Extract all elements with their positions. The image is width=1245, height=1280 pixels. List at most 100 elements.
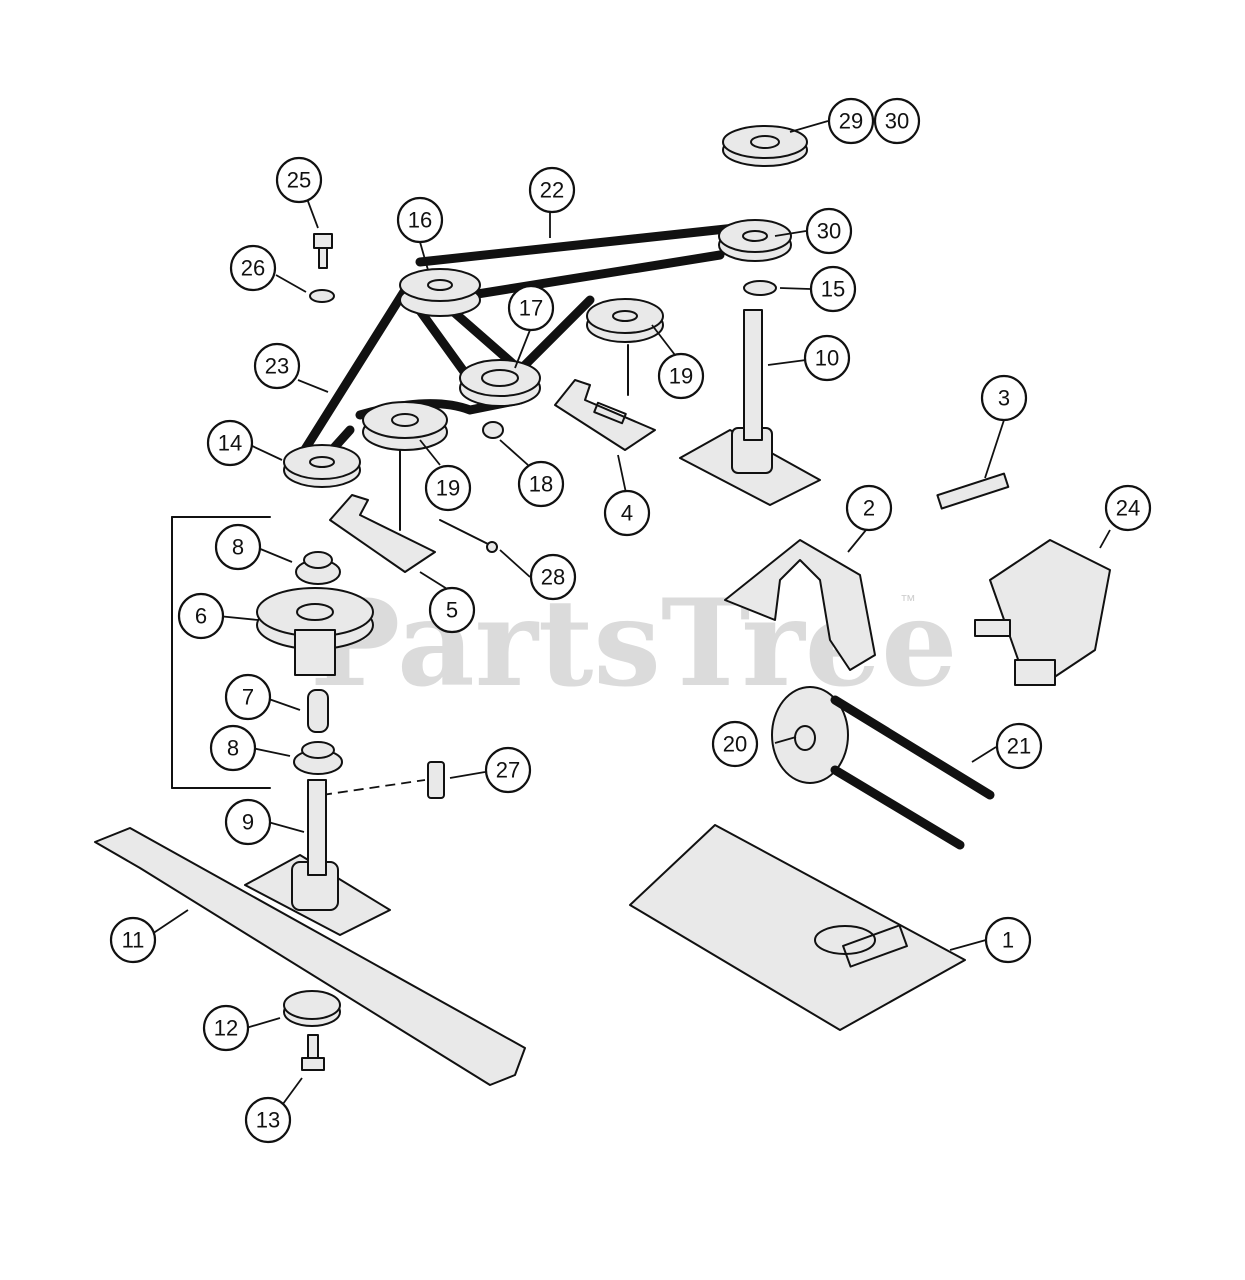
spacer-7 bbox=[307, 689, 329, 733]
bushing-18 bbox=[482, 421, 504, 439]
callout-10[interactable]: 10 bbox=[803, 334, 851, 382]
belt-22 bbox=[415, 223, 740, 305]
callout-18[interactable]: 18 bbox=[517, 460, 565, 508]
callout-16[interactable]: 16 bbox=[396, 196, 444, 244]
callout-6[interactable]: 6 bbox=[177, 592, 225, 640]
deck-1 bbox=[629, 824, 966, 1031]
callout-16-label: 16 bbox=[408, 208, 432, 233]
callout-11-label: 11 bbox=[122, 928, 145, 953]
pulley-20 bbox=[771, 686, 849, 784]
callout-30-top[interactable]: 30 bbox=[873, 97, 921, 145]
callout-8-bottom-label: 8 bbox=[227, 736, 239, 761]
callout-9[interactable]: 9 bbox=[224, 798, 272, 846]
callout-3[interactable]: 3 bbox=[980, 374, 1028, 422]
callout-30-label: 30 bbox=[817, 219, 841, 244]
callout-22[interactable]: 22 bbox=[528, 166, 576, 214]
callout-19-right-label: 19 bbox=[669, 364, 693, 389]
callout-13[interactable]: 13 bbox=[244, 1096, 292, 1144]
callout-12[interactable]: 12 bbox=[202, 1004, 250, 1052]
callout-23-label: 23 bbox=[265, 354, 289, 379]
callout-1-label: 1 bbox=[1002, 928, 1014, 953]
callout-2[interactable]: 2 bbox=[845, 484, 893, 532]
bolt-25 bbox=[313, 233, 333, 269]
callout-27-label: 27 bbox=[496, 758, 520, 783]
belt-23 bbox=[287, 285, 595, 485]
bolt-28 bbox=[439, 519, 491, 546]
callout-11[interactable]: 11 bbox=[109, 916, 157, 964]
callout-3-label: 3 bbox=[998, 386, 1010, 411]
callout-24-label: 24 bbox=[1116, 496, 1140, 521]
callout-12-label: 12 bbox=[214, 1016, 238, 1041]
shaft-9 bbox=[244, 779, 391, 936]
bracket-5 bbox=[329, 494, 436, 573]
belt-21 bbox=[830, 695, 995, 850]
blade-11 bbox=[94, 827, 526, 1086]
callout-26[interactable]: 26 bbox=[229, 244, 277, 292]
callout-5[interactable]: 5 bbox=[428, 586, 476, 634]
callout-2-label: 2 bbox=[863, 496, 875, 521]
belt-guard-2 bbox=[724, 539, 876, 671]
callout-24[interactable]: 24 bbox=[1104, 484, 1152, 532]
callout-14-label: 14 bbox=[218, 431, 242, 456]
callout-22-label: 22 bbox=[540, 178, 564, 203]
callout-6-label: 6 bbox=[195, 604, 207, 629]
callout-21-label: 21 bbox=[1007, 734, 1031, 759]
callout-21[interactable]: 21 bbox=[995, 722, 1043, 770]
callout-28[interactable]: 28 bbox=[529, 553, 577, 601]
callout-7-label: 7 bbox=[242, 685, 254, 710]
leader-lines bbox=[151, 120, 1111, 1109]
spindle-10 bbox=[679, 309, 821, 506]
pulley-14 bbox=[283, 444, 361, 488]
callout-13-label: 13 bbox=[256, 1108, 280, 1133]
bearing-8-bottom bbox=[293, 741, 343, 775]
callout-8-top[interactable]: 8 bbox=[214, 523, 262, 571]
callout-10-label: 10 bbox=[815, 346, 839, 371]
callout-4-label: 4 bbox=[621, 501, 633, 526]
callout-17-label: 17 bbox=[519, 296, 543, 321]
washer-12 bbox=[283, 990, 341, 1027]
bolt-28-head bbox=[486, 541, 498, 553]
bearing-8-top bbox=[295, 551, 341, 585]
washer-15 bbox=[743, 280, 777, 296]
callout-25-label: 25 bbox=[287, 168, 311, 193]
pulley-19-right bbox=[586, 298, 664, 396]
pulley-16 bbox=[399, 268, 481, 317]
callout-7[interactable]: 7 bbox=[224, 673, 272, 721]
pulley-19-left bbox=[362, 401, 448, 531]
callout-15-label: 15 bbox=[821, 277, 845, 302]
callout-19-left-label: 19 bbox=[436, 476, 460, 501]
watermark-trademark: ™ bbox=[900, 593, 916, 610]
pulley-29-30 bbox=[722, 125, 808, 167]
pulley-30 bbox=[718, 219, 792, 262]
idler-17 bbox=[459, 359, 541, 407]
callout-25[interactable]: 25 bbox=[275, 156, 323, 204]
callout-29[interactable]: 29 bbox=[827, 97, 875, 145]
callout-30[interactable]: 30 bbox=[805, 207, 853, 255]
callout-26-label: 26 bbox=[241, 256, 265, 281]
callout-9-label: 9 bbox=[242, 810, 254, 835]
callout-17[interactable]: 17 bbox=[507, 284, 555, 332]
housing-6 bbox=[256, 587, 374, 676]
callout-4[interactable]: 4 bbox=[603, 489, 651, 537]
callout-18-label: 18 bbox=[529, 472, 553, 497]
callout-27[interactable]: 27 bbox=[484, 746, 532, 794]
callout-15[interactable]: 15 bbox=[809, 265, 857, 313]
callout-8-top-label: 8 bbox=[232, 535, 244, 560]
callout-20-label: 20 bbox=[723, 732, 747, 757]
bolt-13 bbox=[301, 1034, 325, 1071]
callout-29-label: 29 bbox=[839, 109, 863, 134]
key-27-dashline bbox=[321, 779, 426, 796]
bracket-4 bbox=[554, 379, 656, 451]
callout-1[interactable]: 1 bbox=[984, 916, 1032, 964]
callout-8-bottom[interactable]: 8 bbox=[209, 724, 257, 772]
callout-14[interactable]: 14 bbox=[206, 419, 254, 467]
callout-5-label: 5 bbox=[446, 598, 458, 623]
key-3 bbox=[936, 472, 1010, 510]
callout-23[interactable]: 23 bbox=[253, 342, 301, 390]
callout-30-top-label: 30 bbox=[885, 109, 909, 134]
key-27 bbox=[427, 761, 445, 799]
callout-20[interactable]: 20 bbox=[711, 720, 759, 768]
callout-19-left[interactable]: 19 bbox=[424, 464, 472, 512]
callout-19-right[interactable]: 19 bbox=[657, 352, 705, 400]
